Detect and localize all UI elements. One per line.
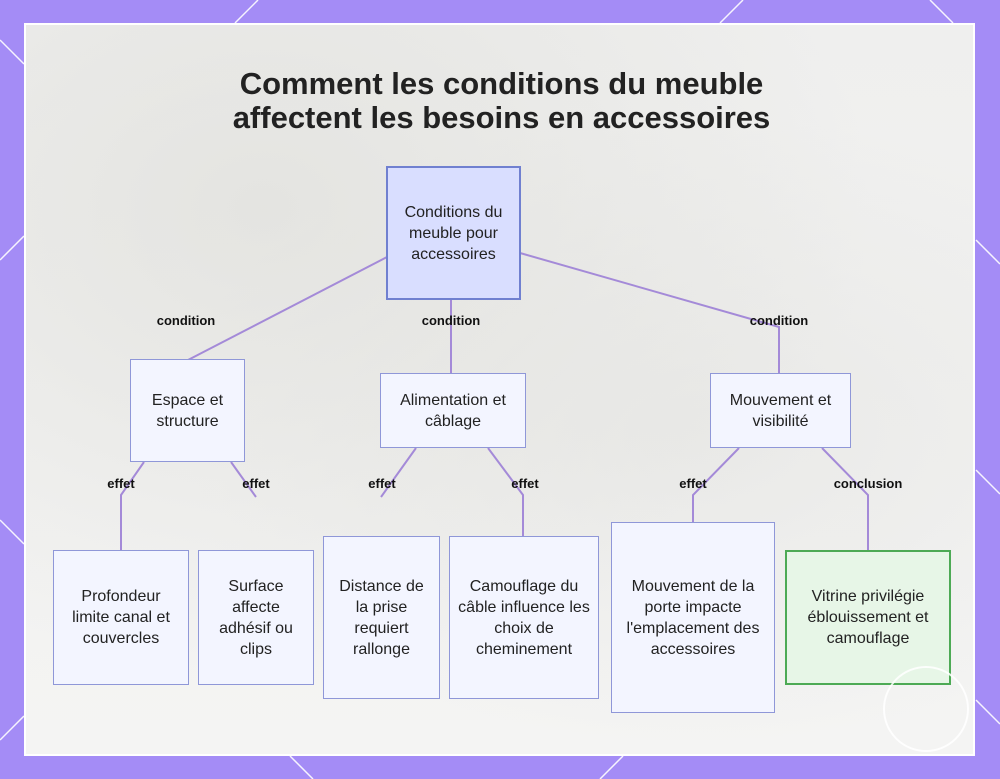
node-alimentation-label: Alimentation et câblage [389, 390, 517, 432]
node-root: Conditions du meuble pour accessoires [386, 166, 521, 300]
node-mouvement-porte: Mouvement de la porte impacte l'emplacem… [611, 522, 775, 713]
edge-label-root-espace: condition [157, 313, 216, 329]
node-vitrine: Vitrine privilégie éblouissement et camo… [785, 550, 951, 685]
node-distance-label: Distance de la prise requiert rallonge [332, 576, 431, 660]
edge-label-mouvement-vitrine: conclusion [834, 476, 903, 492]
node-espace-label: Espace et structure [139, 390, 236, 432]
node-profondeur-label: Profondeur limite canal et couvercles [62, 586, 180, 649]
node-profondeur: Profondeur limite canal et couvercles [53, 550, 189, 685]
edge-label-mouvement-porte: effet [679, 476, 706, 492]
node-surface: Surface affecte adhésif ou clips [198, 550, 314, 685]
node-mouvement-label: Mouvement et visibilité [719, 390, 842, 432]
node-espace: Espace et structure [130, 359, 245, 462]
node-camouflage-label: Camouflage du câble influence les choix … [458, 576, 590, 660]
edge-label-alimentation-distance: effet [368, 476, 395, 492]
edge-label-espace-surface: effet [242, 476, 269, 492]
node-distance: Distance de la prise requiert rallonge [323, 536, 440, 699]
node-mouvement: Mouvement et visibilité [710, 373, 851, 448]
edge-mouvement-vitrine [822, 448, 868, 550]
node-vitrine-label: Vitrine privilégie éblouissement et camo… [795, 586, 941, 649]
node-root-label: Conditions du meuble pour accessoires [396, 202, 511, 265]
diagram-card: Comment les conditions du meuble affecte… [24, 23, 975, 756]
edge-root-mouvement [520, 253, 779, 373]
edge-label-root-alimentation: condition [422, 313, 481, 329]
edge-label-espace-profondeur: effet [107, 476, 134, 492]
node-alimentation: Alimentation et câblage [380, 373, 526, 448]
node-surface-label: Surface affecte adhésif ou clips [207, 576, 305, 660]
edge-label-root-mouvement: condition [750, 313, 809, 329]
watermark-logo-icon [883, 666, 969, 752]
node-mouvement-porte-label: Mouvement de la porte impacte l'emplacem… [620, 576, 766, 660]
edge-alimentation-camouflage [488, 448, 523, 536]
edge-root-espace [188, 257, 387, 360]
node-camouflage: Camouflage du câble influence les choix … [449, 536, 599, 699]
edge-label-alimentation-camouflage: effet [511, 476, 538, 492]
